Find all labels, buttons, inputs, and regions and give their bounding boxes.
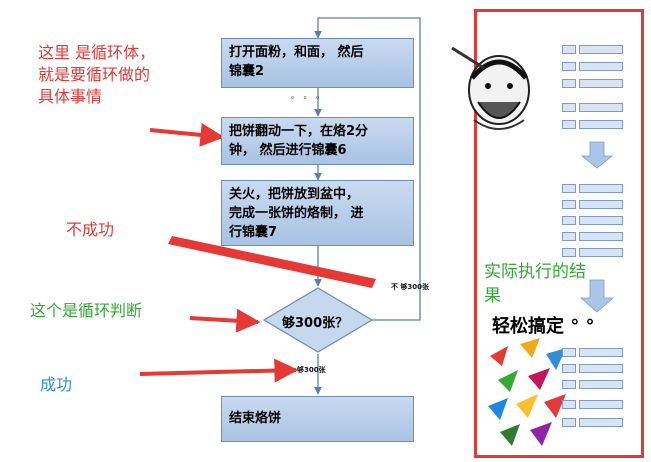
step3-line2: 完成一张饼的烙制， 进 <box>229 206 364 221</box>
fail-arrow <box>168 236 376 288</box>
mini-step-a10 <box>579 120 623 129</box>
mini-step-c5 <box>562 380 576 389</box>
mini-step-a4 <box>579 62 623 71</box>
panel-down-arrow-2 <box>579 279 615 313</box>
step2-line1: 把饼翻动一下，在烙2分 <box>229 124 369 139</box>
mini-step-c4 <box>579 364 623 373</box>
loop-check-arrow <box>189 308 261 333</box>
mini-step-b6 <box>579 216 623 225</box>
mini-step-c6 <box>579 380 623 389</box>
step1-line1: 打开面粉，和面， 然后 <box>229 45 364 60</box>
ellipsis-dots: 。 。 。 <box>291 91 326 100</box>
loop-no-label: 不 够300张 <box>391 283 430 291</box>
easy-done-dots: ° ° <box>564 316 595 337</box>
mini-step-a9 <box>562 120 576 129</box>
paper-cranes-image <box>488 338 566 446</box>
result-caption-line2: 果 <box>484 286 501 306</box>
mini-step-b3 <box>562 200 576 209</box>
mini-step-a5 <box>562 79 576 88</box>
end-label: 结束烙饼 <box>229 411 282 426</box>
loop-body-note: 这里 是循环体， 就是要循环做的 具体事情 <box>38 42 155 108</box>
loop-body-line1: 这里 是循环体， <box>38 43 156 62</box>
loop-back-line <box>314 17 421 321</box>
step1-line2: 锦囊2 <box>229 64 265 79</box>
easy-done-text: 轻松搞定 ° ° <box>492 312 595 338</box>
mini-step-c7 <box>562 400 576 409</box>
easy-done-label: 轻松搞定 <box>492 316 564 337</box>
step3-line1: 关火，把饼放到盆中， <box>229 187 360 202</box>
loop-body-line2: 就是要循环做的 <box>38 65 151 84</box>
mini-step-b1 <box>562 184 576 193</box>
mini-step-a7 <box>562 103 576 112</box>
loop-check-note: 这个是循环判断 <box>30 301 143 320</box>
mini-step-c9 <box>562 418 576 427</box>
mini-step-a3 <box>562 62 576 71</box>
mini-step-c3 <box>562 364 576 373</box>
step1-box: 打开面粉，和面， 然后 锦囊2 <box>221 38 414 88</box>
success-arrow <box>139 358 299 383</box>
mini-step-b2 <box>579 184 623 193</box>
success-note: 成功 <box>40 375 73 394</box>
result-caption: 实际执行的结 果 <box>484 260 586 308</box>
mini-step-b7 <box>562 232 576 241</box>
step2-box: 把饼翻动一下，在烙2分 钟， 然后进行锦囊6 <box>221 117 414 165</box>
cartoon-portrait <box>451 46 530 130</box>
mini-step-c8 <box>579 400 623 409</box>
mini-step-b8 <box>579 232 623 241</box>
mini-step-b9 <box>562 248 576 257</box>
fail-note: 不成功 <box>66 220 115 239</box>
mini-step-b4 <box>579 200 623 209</box>
mini-step-a8 <box>579 103 623 112</box>
mini-step-b5 <box>562 216 576 225</box>
mini-step-a6 <box>579 79 623 88</box>
decision-diamond <box>262 287 374 353</box>
result-panel <box>474 9 644 458</box>
decision-label: 够300张？ <box>282 316 349 331</box>
loop-body-line3: 具体事情 <box>38 87 103 106</box>
panel-down-arrow-1 <box>580 141 614 169</box>
step3-line3: 行锦囊7 <box>229 225 278 240</box>
end-box: 结束烙饼 <box>221 396 414 442</box>
mini-step-c1 <box>562 348 576 357</box>
step3-box: 关火，把饼放到盆中， 完成一张饼的烙制， 进 行锦囊7 <box>221 180 414 246</box>
loop-body-arrow <box>149 122 225 147</box>
mini-step-b10 <box>579 248 623 257</box>
result-caption-line1: 实际执行的结 <box>484 262 586 282</box>
loop-yes-label: 够300张 <box>297 366 326 374</box>
step2-line2: 钟， 然后进行锦囊6 <box>229 143 347 158</box>
mini-step-c2 <box>579 348 623 357</box>
mini-step-c10 <box>579 418 623 427</box>
mini-step-a1 <box>562 45 576 54</box>
mini-step-a2 <box>579 45 623 54</box>
